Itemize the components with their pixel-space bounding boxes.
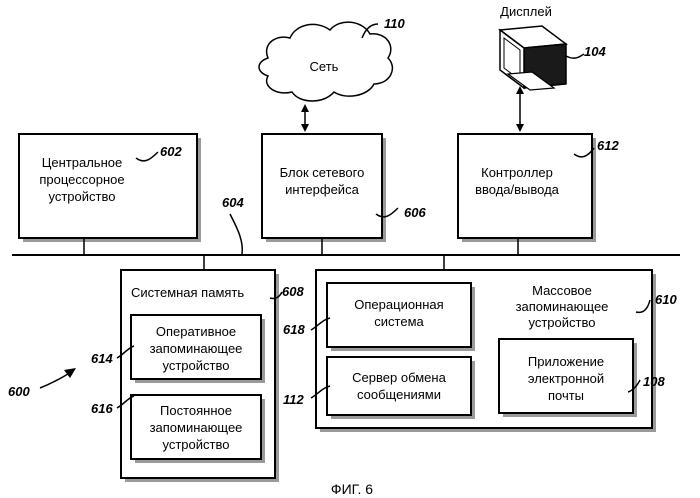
email-line-2: электронной	[528, 371, 604, 386]
display-io-arrow	[516, 86, 524, 132]
nic-ref: 606	[404, 205, 426, 220]
cpu-ref: 602	[160, 144, 182, 159]
cpu-line-2: процессорное	[39, 172, 124, 187]
display-ref: 104	[584, 44, 606, 59]
nic-line-1: Блок сетевого	[280, 165, 365, 180]
io-controller-box: Контроллер ввода/вывода 612	[458, 134, 619, 242]
display-label: Дисплей	[500, 4, 552, 19]
email-line-1: Приложение	[528, 354, 604, 369]
msgserver-box: Сервер обмена сообщениями	[327, 357, 475, 419]
nic-box: Блок сетевого интерфейса 606	[262, 134, 426, 242]
msgserver-line-1: Сервер обмена	[352, 370, 446, 385]
rom-line-3: устройство	[163, 437, 230, 452]
mass-line-2: запоминающее	[516, 299, 609, 314]
cpu-line-3: устройство	[49, 189, 116, 204]
network-cloud: Сеть	[259, 22, 392, 101]
display-monitor-icon	[500, 26, 566, 90]
os-box: Операционная система	[327, 283, 475, 351]
bus-ref-leader	[230, 214, 242, 254]
bus-ref: 604	[222, 195, 244, 210]
network-nic-arrow	[301, 104, 309, 132]
rom-ref: 616	[91, 401, 113, 416]
rom-box: Постоянное запоминающее устройство	[131, 395, 265, 463]
network-ref: 110	[384, 16, 405, 31]
mass-storage-box: Массовое запоминающее устройство 610 Опе…	[283, 270, 677, 432]
os-line-2: система	[374, 314, 424, 329]
msgserver-ref: 112	[283, 392, 304, 407]
sysmem-title: Системная память	[131, 285, 244, 300]
os-line-1: Операционная	[354, 297, 443, 312]
system-ref-group: 600	[8, 368, 76, 399]
io-line-1: Контроллер	[481, 165, 553, 180]
mass-line-3: устройство	[529, 315, 596, 330]
ram-line-3: устройство	[163, 358, 230, 373]
rom-line-2: запоминающее	[150, 420, 243, 435]
system-ref: 600	[8, 384, 30, 399]
email-line-3: почты	[548, 388, 584, 403]
sysmem-ref: 608	[282, 284, 304, 299]
ram-line-1: Оперативное	[156, 324, 236, 339]
msgserver-line-2: сообщениями	[357, 387, 441, 402]
mass-line-1: Массовое	[532, 283, 592, 298]
email-app-box: Приложение электронной почты	[499, 339, 637, 417]
cpu-line-1: Центральное	[42, 155, 122, 170]
rom-line-1: Постоянное	[160, 403, 232, 418]
io-ref: 612	[597, 138, 619, 153]
figure-caption: ФИГ. 6	[331, 481, 373, 497]
io-line-2: ввода/вывода	[475, 182, 560, 197]
ram-box: Оперативное запоминающее устройство	[131, 315, 265, 383]
display-ref-leader	[566, 54, 584, 58]
system-bus	[12, 238, 680, 270]
ram-ref: 614	[91, 351, 113, 366]
nic-line-2: интерфейса	[285, 182, 359, 197]
os-ref: 618	[283, 322, 305, 337]
system-memory-box: Системная память 608 Оперативное запомин…	[91, 270, 304, 482]
mass-ref: 610	[655, 292, 677, 307]
ram-line-2: запоминающее	[150, 341, 243, 356]
email-ref: 108	[643, 374, 665, 389]
network-label: Сеть	[310, 59, 339, 74]
cpu-box: Центральное процессорное устройство 602	[19, 134, 201, 242]
